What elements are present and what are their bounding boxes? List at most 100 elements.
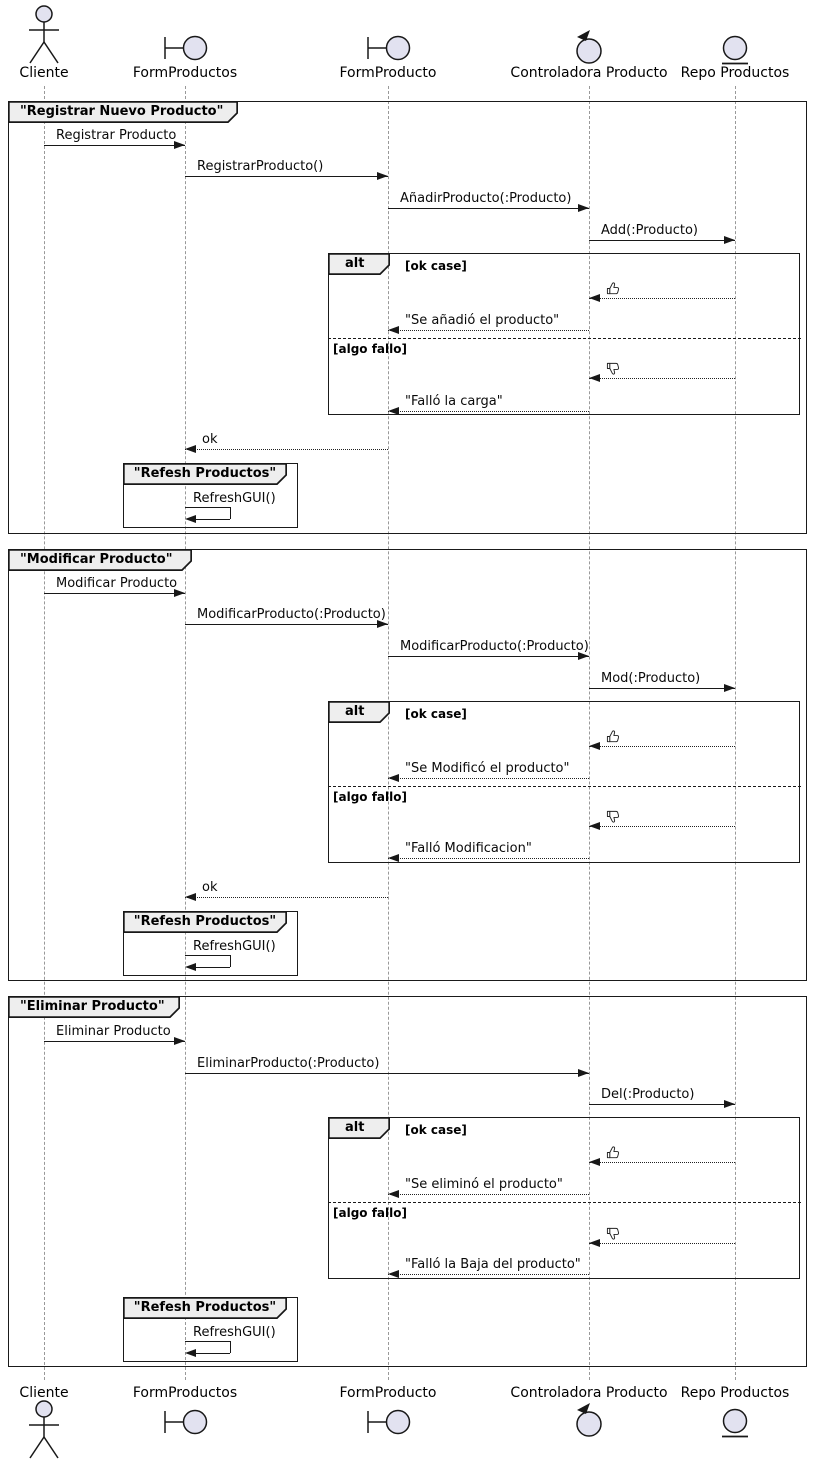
message-arrowhead [724,236,735,245]
alt-frame [328,253,800,415]
message-arrowhead [174,141,185,150]
group-title: "Refesh Productos" [133,466,277,481]
message-line [388,1194,589,1195]
participant-label: Cliente [19,65,69,81]
self-message-loop [185,507,230,508]
message-label: Eliminar Producto [56,1024,171,1039]
participant-label: FormProducto [339,65,437,81]
message-arrowhead [185,963,196,972]
participant-label: FormProductos [132,1385,238,1401]
message-label: "Se añadió el producto" [405,313,560,328]
message-label: Registrar Producto [56,128,177,143]
self-message-loop [230,955,231,967]
participant-label: Cliente [19,1385,69,1401]
thumbs-down-icon [606,361,621,376]
message-line [388,858,589,859]
actor-icon [20,4,68,66]
message-label: ok [202,432,218,447]
message-arrowhead [388,854,399,863]
thumbs-down-icon [606,1226,621,1241]
message-arrowhead [185,445,196,454]
participant-label: Repo Productos [680,1385,790,1401]
frame-title-pentagon [8,101,238,123]
message-label: "Se eliminó el producto" [405,1177,563,1192]
lifeline [387,86,389,1380]
control-icon [573,29,605,65]
message-arrowhead [724,1100,735,1109]
message-arrowhead [174,589,185,598]
message-line [589,746,735,747]
message-label: "Falló la carga" [405,394,503,409]
self-message-loop [185,955,230,956]
message-label: Mod(:Producto) [601,671,701,686]
participant-label: FormProductos [132,65,238,81]
message-line [388,411,589,412]
alt-divider [328,1202,801,1203]
thumbs-up-icon [606,281,621,296]
message-label: Del(:Producto) [601,1087,695,1102]
participant-label: Controladora Producto [510,65,668,81]
message-line [589,298,735,299]
alt-else-condition: [algo fallo] [333,342,407,356]
alt-condition: [ok case] [405,259,467,273]
message-line [388,330,589,331]
message-line [388,208,589,209]
message-line [589,688,735,689]
message-label: ModificarProducto(:Producto) [197,607,386,622]
alt-frame [328,1117,800,1279]
message-line [589,378,735,379]
message-arrowhead [589,1239,600,1248]
group-title-pentagon [123,1297,287,1319]
message-line [44,1041,185,1042]
message-arrowhead [589,742,600,751]
self-message-loop [185,1341,230,1342]
group-title-pentagon [123,911,287,933]
actor-icon [20,1399,68,1461]
participant-label: Repo Productos [680,65,790,81]
thumbs-down-icon [606,809,621,824]
boundary-icon [366,34,412,62]
message-line [589,240,735,241]
alt-condition: [ok case] [405,1123,467,1137]
frame [8,549,807,981]
lifeline [734,86,736,1380]
message-arrowhead [589,1158,600,1167]
message-line [185,176,388,177]
alt-pentagon [328,701,390,723]
boundary-icon [163,34,209,62]
self-message-loop [230,1341,231,1353]
message-line [44,593,185,594]
message-label: ok [202,880,218,895]
frame-title-pentagon [8,996,180,1018]
message-arrowhead [185,1349,196,1358]
message-arrowhead [589,822,600,831]
lifeline [184,86,186,1380]
frame-title: "Eliminar Producto" [20,999,165,1014]
message-label: RegistrarProducto() [197,159,324,174]
control-icon [573,1402,605,1438]
message-arrowhead [185,515,196,524]
boundary-icon [163,1408,209,1436]
self-message-label: RefreshGUI() [193,1325,276,1340]
frame-title: "Modificar Producto" [20,552,173,567]
group-title: "Refesh Productos" [133,914,277,929]
message-label: Modificar Producto [56,576,178,591]
message-line [185,897,388,898]
message-label: "Se Modificó el producto" [405,761,570,776]
message-arrowhead [388,326,399,335]
message-label: "Falló la Baja del producto" [405,1257,581,1272]
message-label: Add(:Producto) [601,223,699,238]
message-arrowhead [388,407,399,416]
message-line [589,1243,735,1244]
frame [8,996,807,1367]
message-label: ModificarProducto(:Producto) [400,639,589,654]
message-arrowhead [174,1037,185,1046]
lifeline [43,86,45,1380]
alt-frame [328,701,800,863]
frame [8,101,807,534]
self-message-loop [195,519,230,520]
message-arrowhead [388,1190,399,1199]
thumbs-up-icon [606,1145,621,1160]
alt-condition: [ok case] [405,707,467,721]
message-label: EliminarProducto(:Producto) [197,1056,380,1071]
